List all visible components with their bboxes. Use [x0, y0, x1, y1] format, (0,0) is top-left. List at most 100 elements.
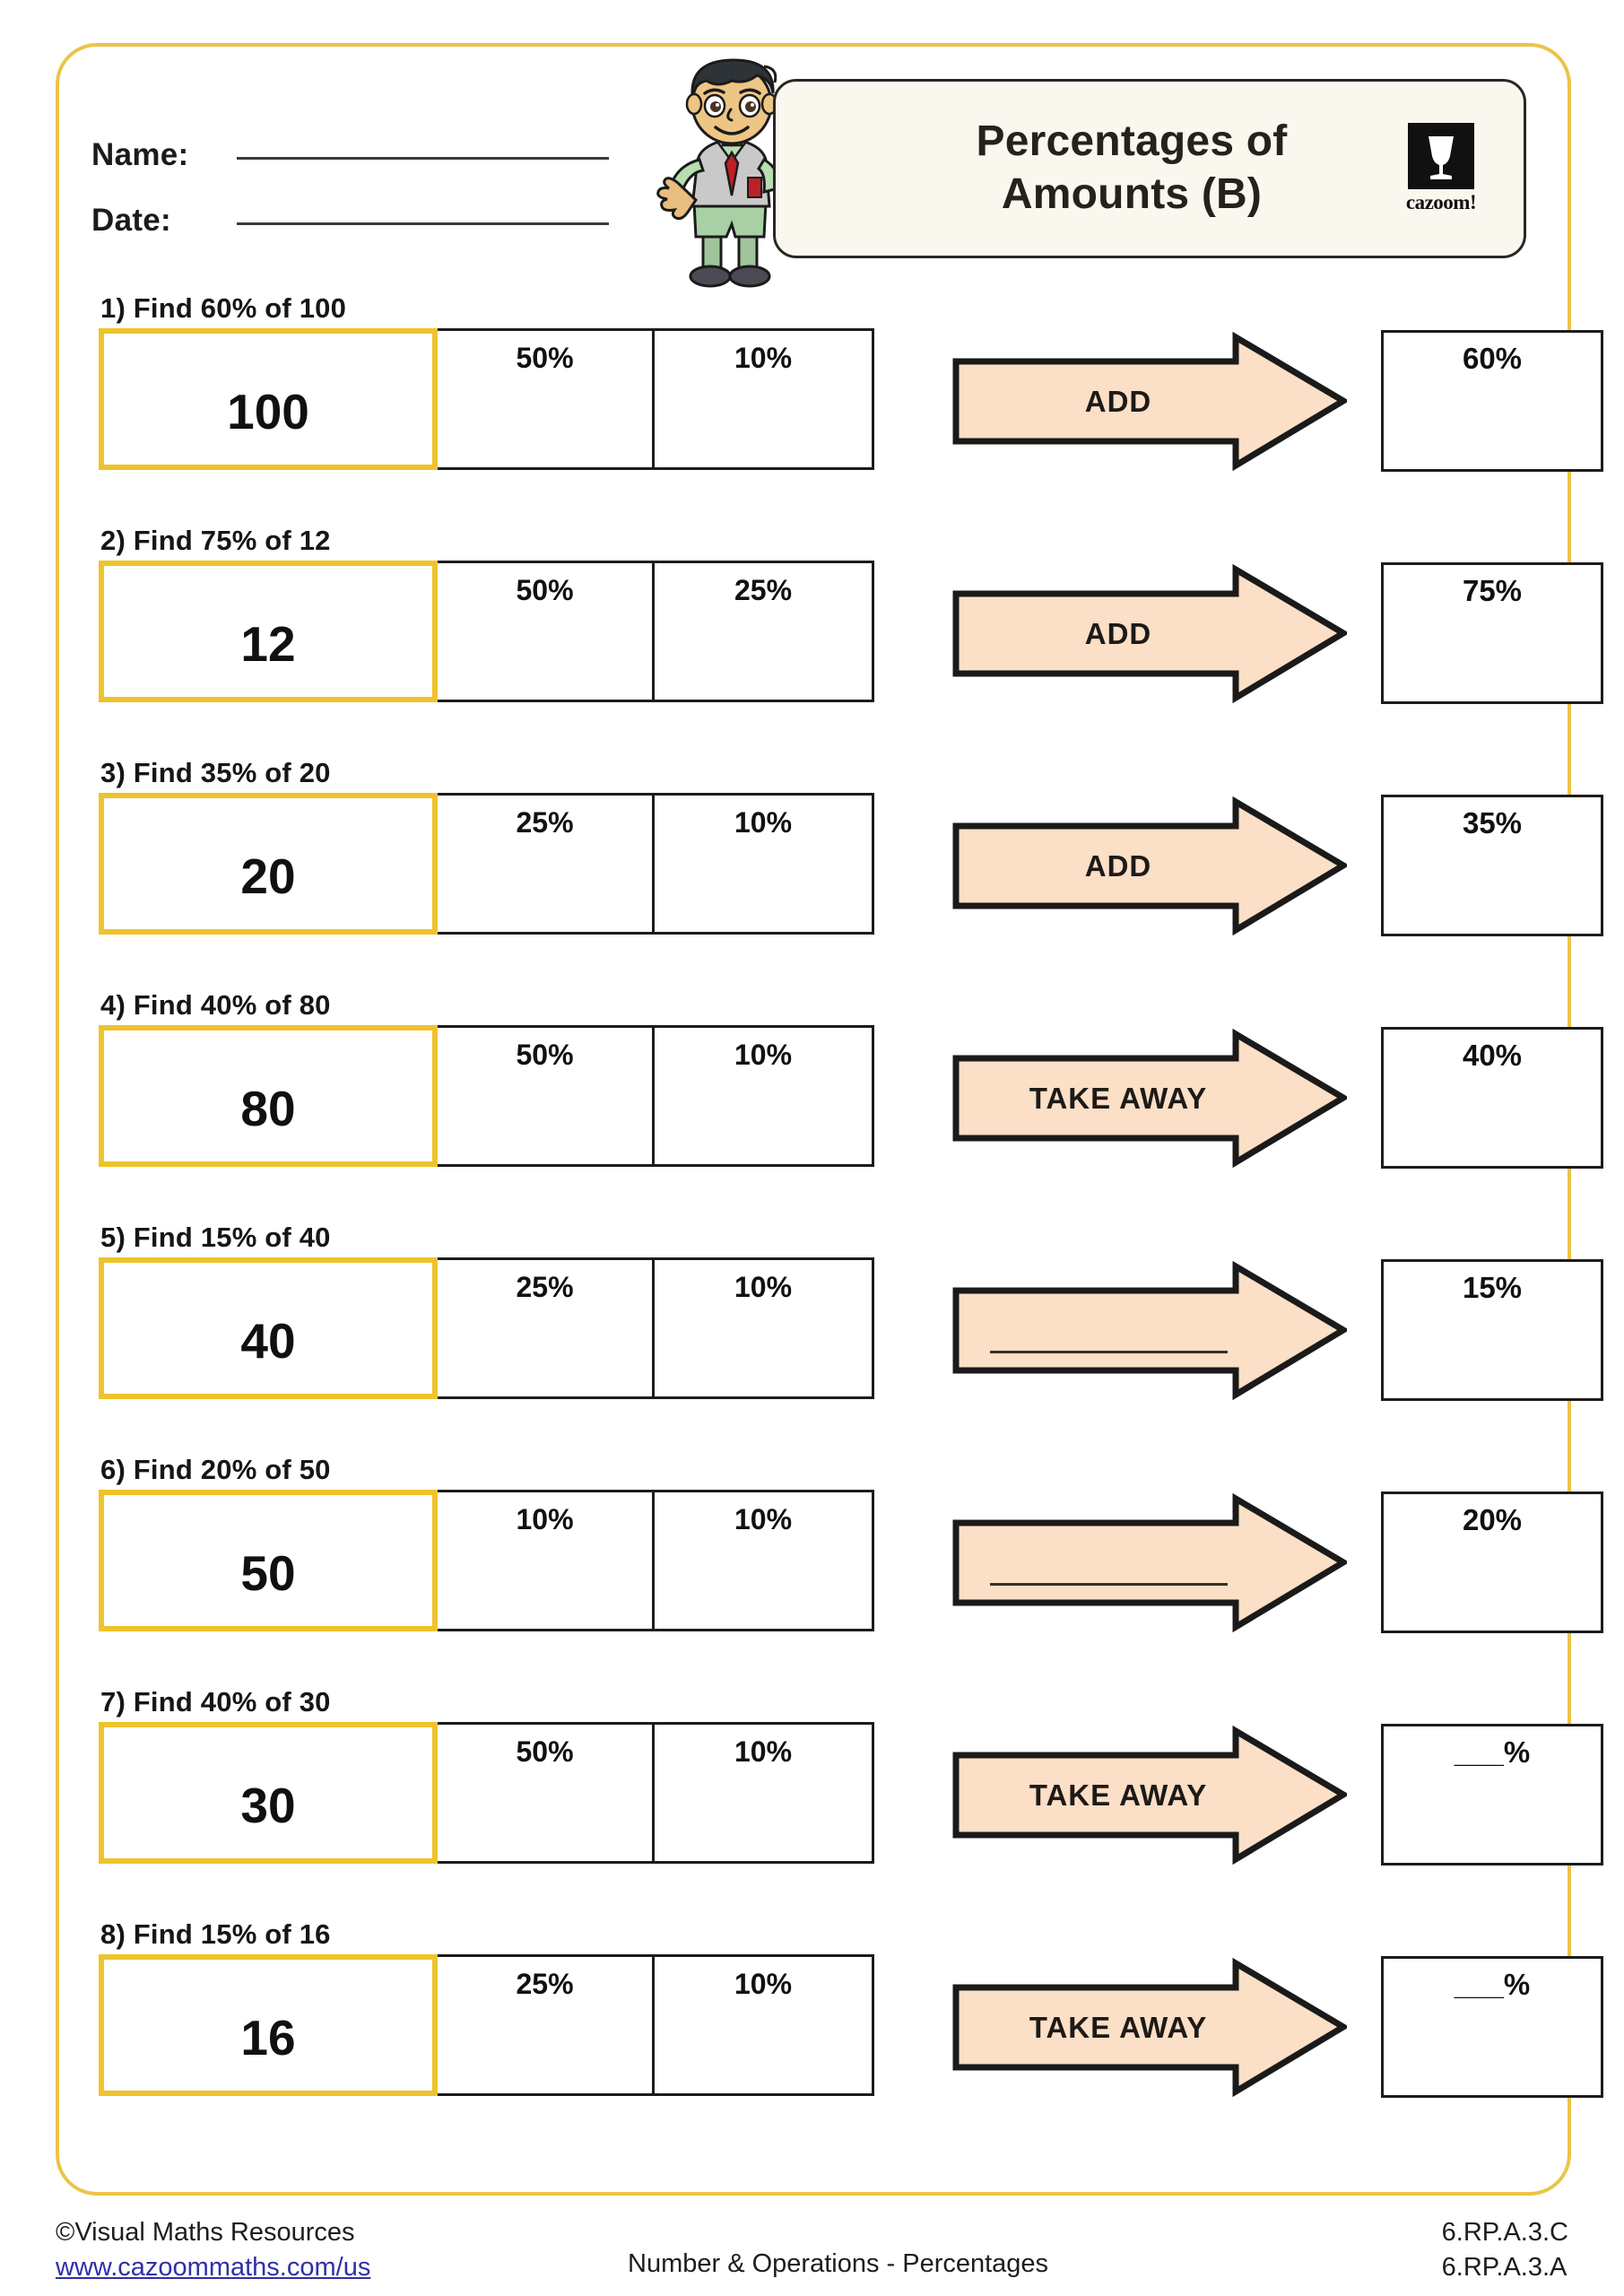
question-label: 1) Find 60% of 100: [100, 292, 347, 324]
step-percent-1: 50%: [516, 1735, 574, 1768]
step-box-1[interactable]: 50%: [435, 328, 655, 470]
operation-arrow: ADD: [952, 332, 1347, 471]
question-row: 4) Find 40% of 80 80 50% 10% TAKE AWAY 40%: [56, 982, 1603, 1214]
question-row: 5) Find 15% of 40 40 25% 10% 15%: [56, 1214, 1603, 1447]
answer-label: 60%: [1462, 342, 1523, 375]
step-percent-2: 10%: [734, 1503, 793, 1535]
answer-label: 35%: [1462, 806, 1523, 839]
operation-blank-line[interactable]: [990, 1351, 1228, 1353]
answer-box[interactable]: 15%: [1381, 1259, 1603, 1401]
cazoom-wordmark: cazoom!: [1405, 191, 1477, 213]
answer-box[interactable]: 60%: [1381, 330, 1603, 472]
step-box-1[interactable]: 25%: [435, 1954, 655, 2096]
step-percent-2: 10%: [734, 1735, 793, 1768]
step-percent-2: 10%: [734, 342, 793, 374]
step-box-1[interactable]: 10%: [435, 1490, 655, 1631]
operation-arrow: ADD: [952, 796, 1347, 935]
answer-box[interactable]: 20%: [1381, 1492, 1603, 1633]
arrow-shape-icon: [952, 1493, 1347, 1632]
question-row: 3) Find 35% of 20 20 25% 10% ADD 35%: [56, 750, 1603, 982]
name-input-line[interactable]: [237, 157, 609, 160]
arrow-shape-icon: [952, 1261, 1347, 1400]
question-label: 3) Find 35% of 20: [100, 757, 331, 788]
date-label: Date:: [91, 203, 172, 238]
question-label: 5) Find 15% of 40: [100, 1222, 331, 1253]
step-box-2[interactable]: 10%: [655, 328, 874, 470]
amount-box: 16: [99, 1954, 438, 2096]
answer-box[interactable]: 75%: [1381, 562, 1603, 704]
answer-label: ___%: [1454, 1735, 1531, 1769]
question-boxes-strip: 80 50% 10%: [99, 1025, 874, 1167]
step-percent-1: 10%: [516, 1503, 574, 1535]
cazoom-logo: cazoom!: [1391, 123, 1491, 223]
name-field-row: Name:: [91, 137, 609, 173]
footer-standard-1: 6.RP.A.3.C: [1441, 2218, 1568, 2247]
step-box-1[interactable]: 50%: [435, 1722, 655, 1864]
step-box-1[interactable]: 50%: [435, 1025, 655, 1167]
operation-arrow: TAKE AWAY: [952, 1029, 1347, 1168]
page-title: Percentages of Amounts (B): [976, 117, 1288, 218]
footer-website-link[interactable]: www.cazoommaths.com/us: [56, 2253, 371, 2283]
amount-value: 80: [240, 1081, 296, 1136]
answer-box[interactable]: 40%: [1381, 1027, 1603, 1169]
answer-label: 15%: [1462, 1271, 1523, 1304]
amount-value: 20: [240, 848, 296, 904]
answer-box[interactable]: 35%: [1381, 795, 1603, 936]
question-boxes-strip: 30 50% 10%: [99, 1722, 874, 1864]
footer-standards: 6.RP.A.3.C 6.RP.A.3.A: [1442, 2215, 1568, 2285]
answer-label: 75%: [1462, 574, 1523, 607]
question-boxes-strip: 50 10% 10%: [99, 1490, 874, 1631]
question-label: 7) Find 40% of 30: [100, 1686, 331, 1718]
worksheet-footer: ©Visual Maths Resources www.cazoommaths.…: [0, 2215, 1624, 2296]
step-box-2[interactable]: 10%: [655, 793, 874, 935]
step-box-1[interactable]: 25%: [435, 1257, 655, 1399]
question-boxes-strip: 20 25% 10%: [99, 793, 874, 935]
step-box-2[interactable]: 10%: [655, 1722, 874, 1864]
arrow-shape-icon: [952, 1958, 1347, 2097]
step-box-2[interactable]: 10%: [655, 1490, 874, 1631]
step-percent-1: 25%: [516, 806, 574, 839]
footer-topic: Number & Operations - Percentages: [628, 2249, 1049, 2278]
step-box-2[interactable]: 10%: [655, 1025, 874, 1167]
question-boxes-strip: 12 50%25%: [99, 561, 874, 702]
footer-standard-2: 6.RP.A.3.A: [1441, 2253, 1568, 2283]
step-box-1[interactable]: 50%: [435, 561, 655, 702]
amount-box: 30: [99, 1722, 438, 1864]
answer-label: 40%: [1462, 1039, 1523, 1072]
step-percent-2: 10%: [734, 1039, 793, 1071]
step-percent-1: 25%: [516, 1968, 574, 2000]
amount-value: 12: [240, 616, 296, 672]
date-field-row: Date:: [91, 203, 609, 239]
question-label: 4) Find 40% of 80: [100, 989, 331, 1021]
step-box-2[interactable]: 25%: [655, 561, 874, 702]
amount-box: 80: [99, 1025, 438, 1167]
step-percent-2: 10%: [734, 1271, 793, 1303]
answer-box[interactable]: ___%: [1381, 1956, 1603, 2098]
step-box-2[interactable]: 10%: [655, 1954, 874, 2096]
cazoom-cup-icon: [1408, 123, 1474, 189]
operation-blank-line[interactable]: [990, 1583, 1228, 1586]
footer-credits: ©Visual Maths Resources www.cazoommaths.…: [56, 2215, 370, 2285]
step-box-1[interactable]: 25%: [435, 793, 655, 935]
amount-box: 100: [99, 328, 438, 470]
question-boxes-strip: 16 25% 10%: [99, 1954, 874, 2096]
operation-arrow: TAKE AWAY: [952, 1726, 1347, 1865]
step-box-2[interactable]: 10%: [655, 1257, 874, 1399]
amount-box: 12: [99, 561, 438, 702]
amount-value: 30: [240, 1778, 296, 1833]
amount-box: 50: [99, 1490, 438, 1631]
amount-value: 50: [240, 1545, 296, 1601]
amount-value: 40: [240, 1313, 296, 1369]
amount-box: 40: [99, 1257, 438, 1399]
date-input-line[interactable]: [237, 222, 609, 225]
operation-arrow: [952, 1261, 1347, 1400]
answer-box[interactable]: ___%: [1381, 1724, 1603, 1866]
operation-arrow: [952, 1493, 1347, 1632]
question-label: 2) Find 75% of 12: [100, 525, 331, 556]
